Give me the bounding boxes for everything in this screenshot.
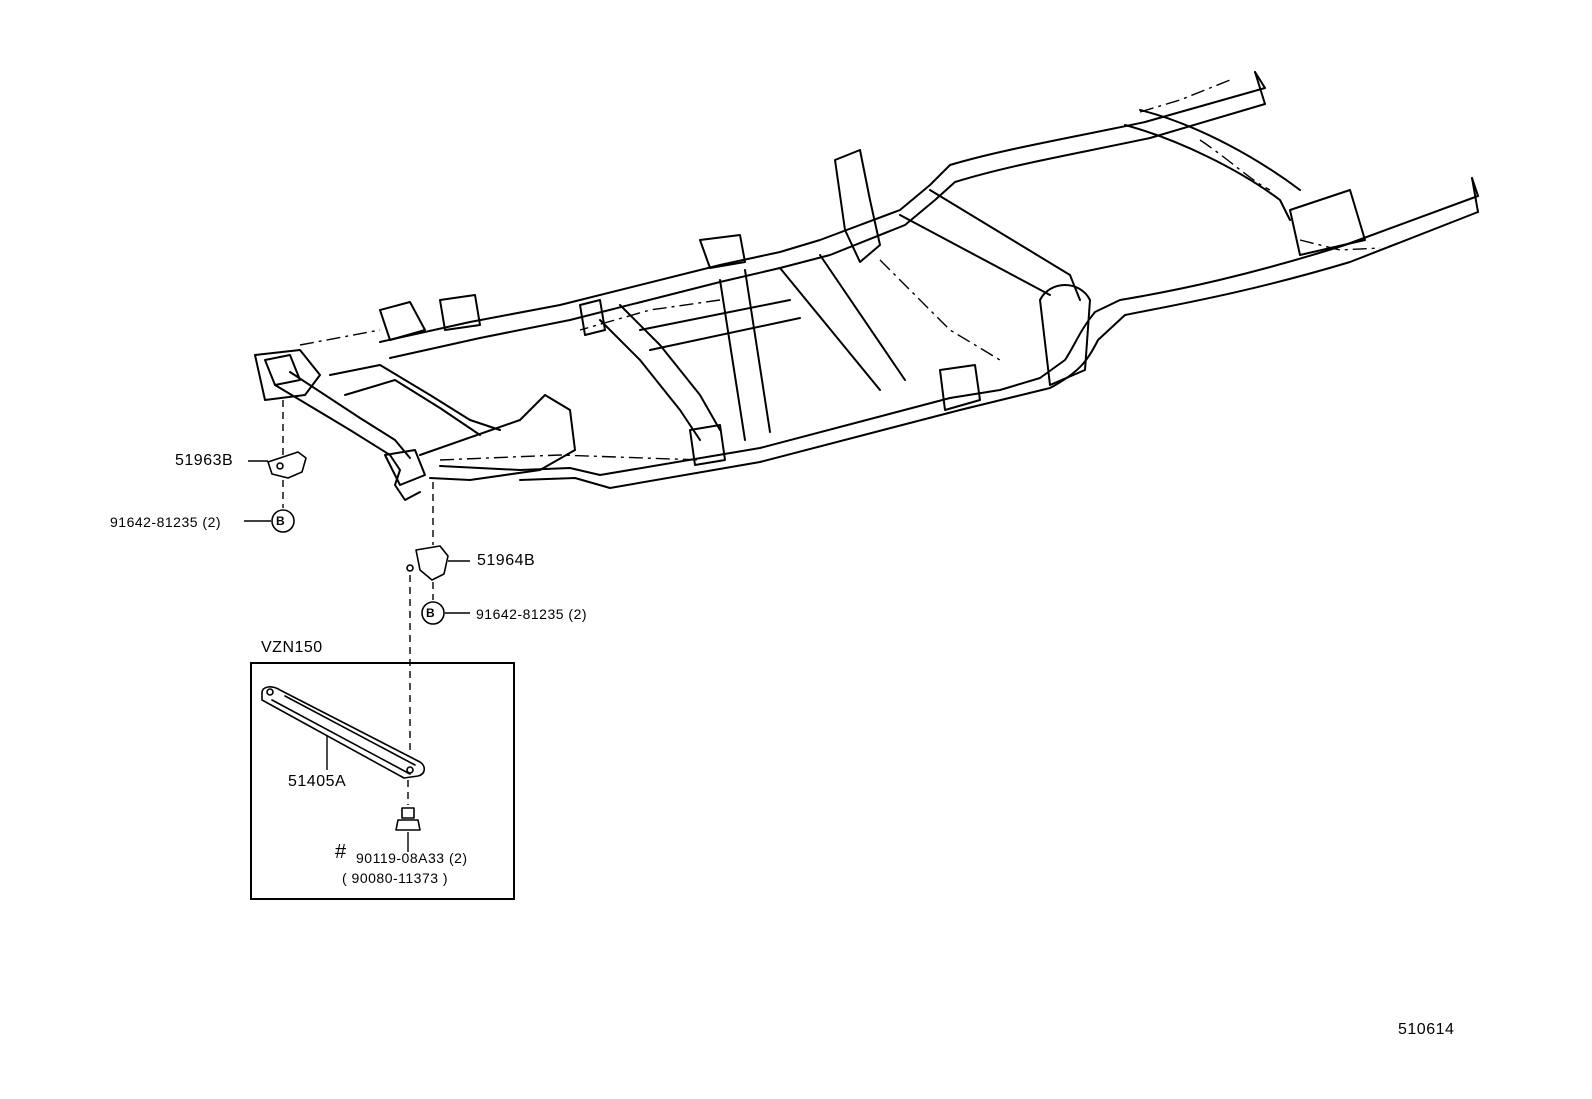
figure-number: 510614: [1398, 1021, 1455, 1038]
label-fastener: 90119-08A33 (2): [356, 849, 468, 867]
label-vzn150: VZN150: [261, 639, 323, 656]
bolt-left-part: 91642-81235: [110, 514, 199, 530]
fastener-part: 90119-08A33: [356, 850, 445, 866]
label-crossmember-51405a: 51405A: [288, 773, 347, 790]
bolt-symbol-left-letter: B: [276, 514, 286, 528]
frame-hidden-lines: [299, 79, 1381, 461]
bolt-symbol-right: [421, 601, 445, 625]
label-bolt-right: 91642-81235 (2): [476, 605, 587, 623]
label-bolt-left: 91642-81235 (2): [110, 513, 221, 531]
bolt-symbol-right-letter: B: [426, 606, 436, 620]
label-bracket-51964b: 51964B: [477, 552, 536, 569]
bolt-right-part: 91642-81235: [476, 606, 565, 622]
label-fastener-alt: ( 90080-11373 ): [342, 870, 449, 886]
fastener-qty: (2): [448, 850, 468, 866]
fastener-marker: #: [335, 841, 347, 863]
chassis-frame: [254, 71, 1479, 501]
bolt-right-qty: (2): [568, 606, 588, 622]
crossmember-51405a: [261, 686, 426, 779]
bolt-symbol-left: [271, 509, 295, 533]
fastener-90119-08a33: [395, 780, 421, 852]
bolt-left-qty: (2): [202, 514, 222, 530]
bracket-51964b: [406, 482, 470, 625]
label-bracket-51963b: 51963B: [175, 452, 234, 469]
bracket-51963b: [244, 400, 307, 533]
vzn150-box: [250, 662, 515, 900]
